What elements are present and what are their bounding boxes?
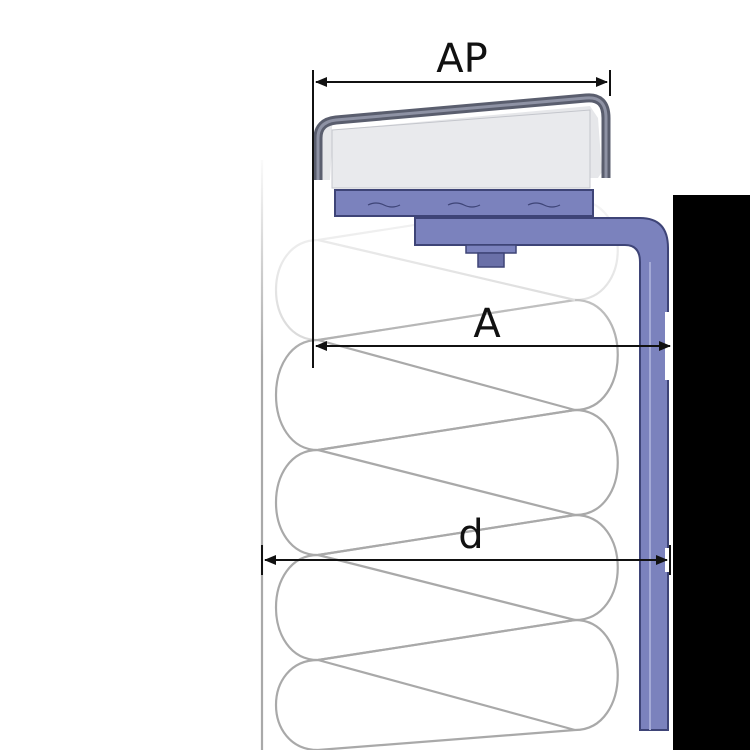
dimension-d-label: d [458,512,483,558]
coping-cap [313,93,611,189]
dimension-d [261,545,671,575]
dimension-ap [312,70,611,368]
base-plate [334,189,594,217]
dimension-a-label: A [473,301,501,347]
dimension-ap-label: AP [436,36,487,82]
wall [673,195,750,750]
fixing-nut [465,244,517,268]
